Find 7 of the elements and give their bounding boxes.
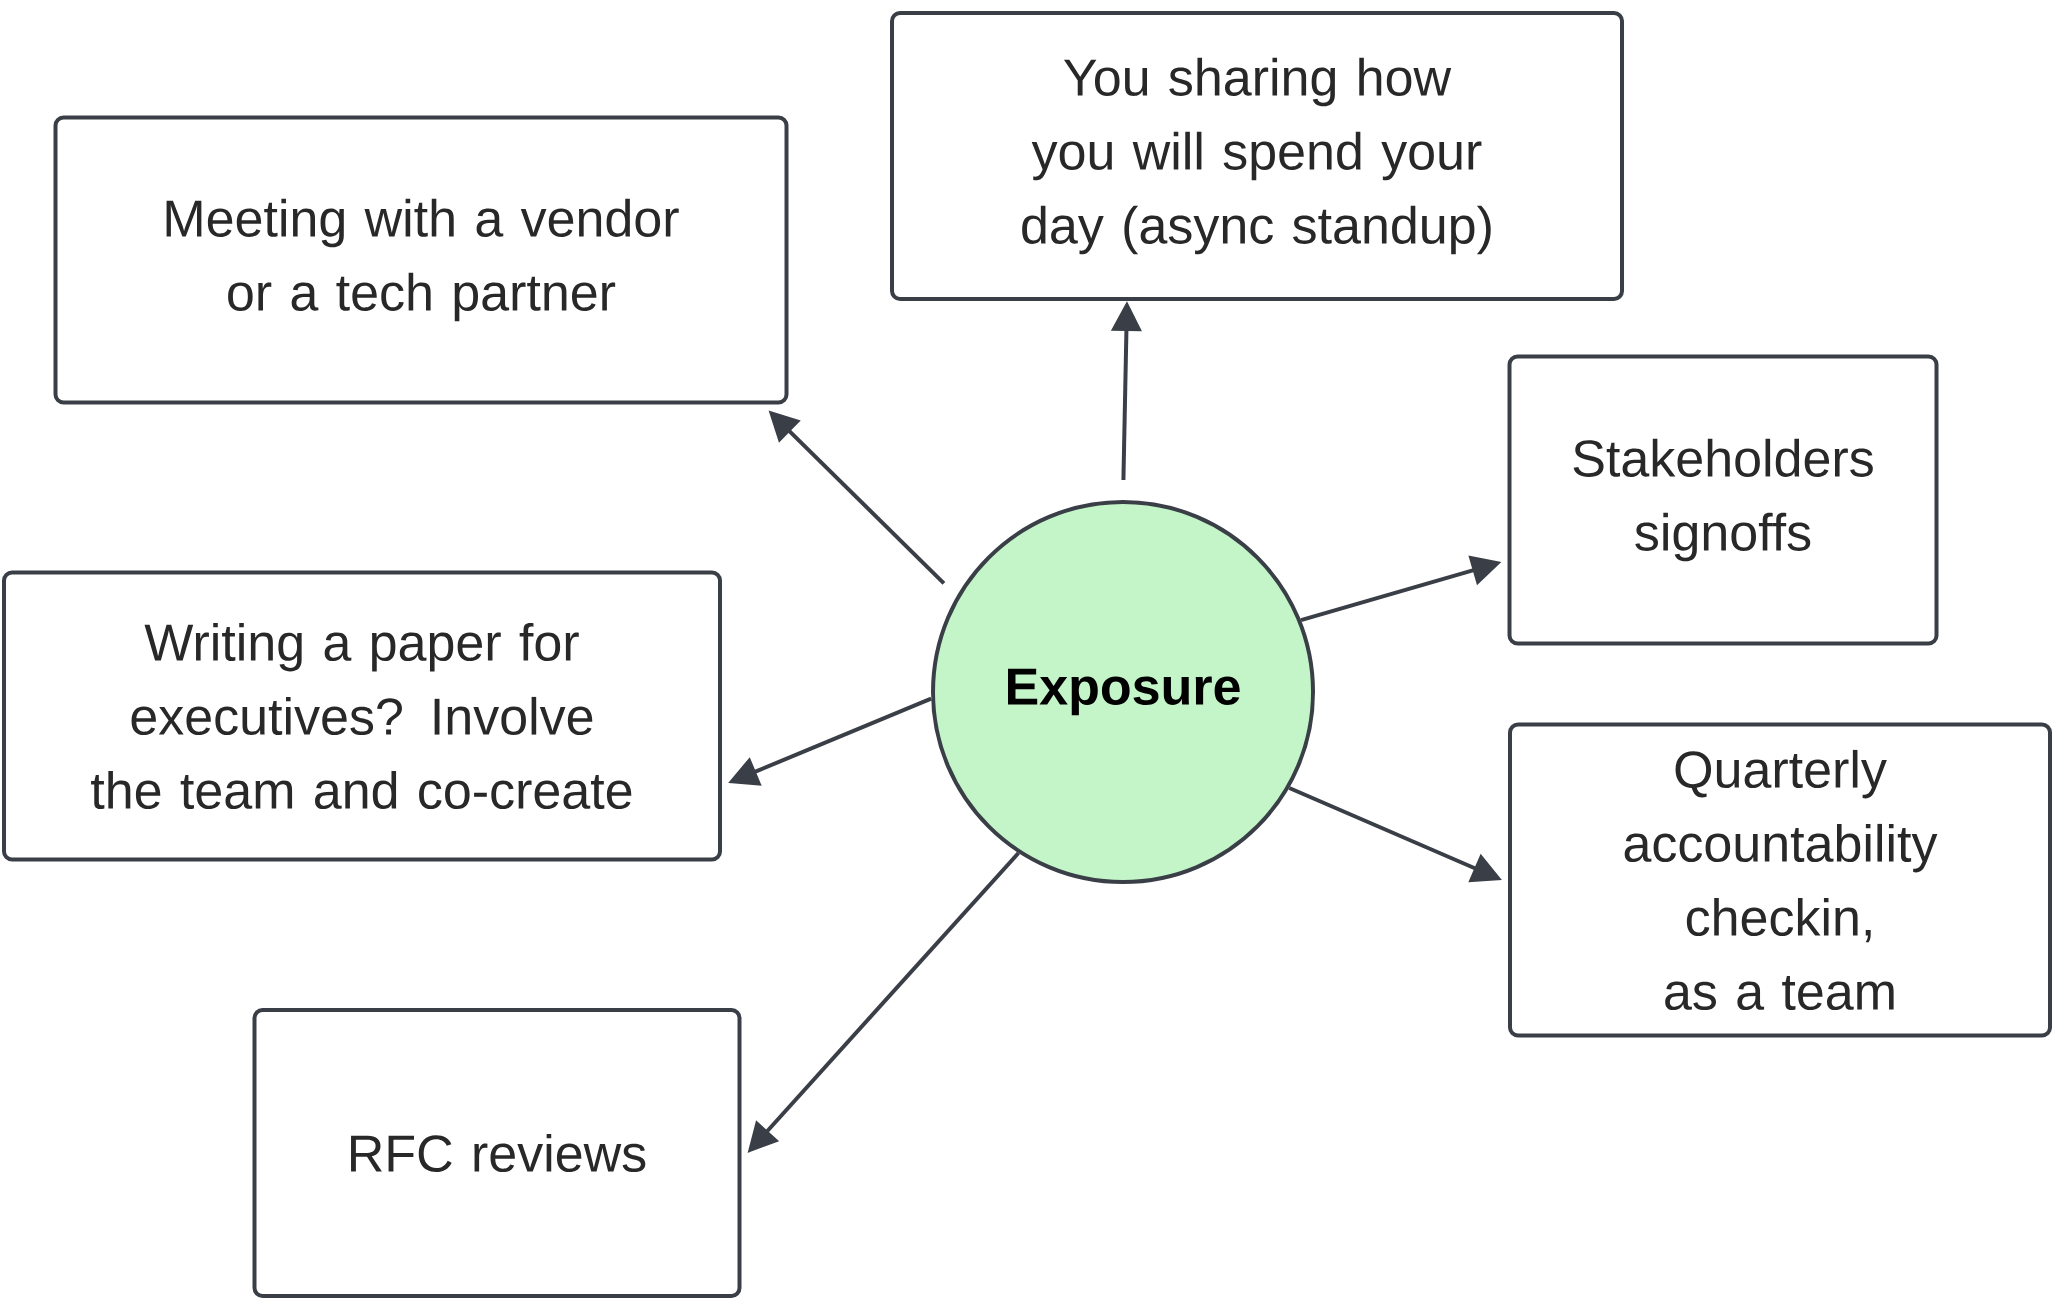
circle-node: Exposure: [931, 500, 1315, 884]
text-box: Quarterly accountability checkin, as a team: [1508, 722, 2052, 1038]
text-box: RFC reviews: [252, 1008, 742, 1298]
text-box: You sharing how you will spend your day (async standup): [890, 11, 1624, 301]
text-box: Stakeholders signoffs: [1507, 354, 1939, 646]
text-box: Meeting with a vendor or a tech partner: [53, 115, 789, 405]
text-box: Writing a paper for executives? Involve the team and co-create: [2, 570, 722, 862]
